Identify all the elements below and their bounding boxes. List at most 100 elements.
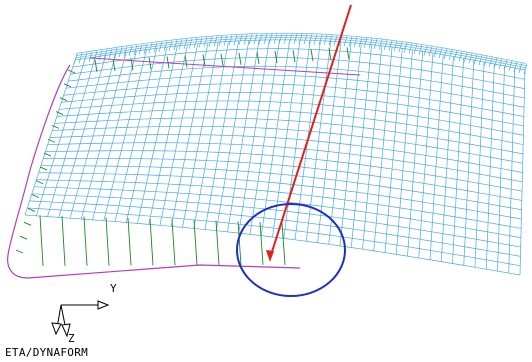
mesh-edge [94, 59, 98, 73]
mesh-edge [249, 39, 280, 235]
y-axis-arrow-icon [97, 300, 110, 310]
mesh-edge [215, 40, 250, 231]
mesh-edge [69, 53, 117, 219]
mesh-edge [23, 221, 32, 226]
vertical-axis-arrow-icon [51, 322, 62, 336]
mesh-edge [80, 52, 127, 220]
mesh-edge [523, 63, 528, 75]
mesh-edge [166, 56, 170, 69]
mesh-edge [452, 58, 464, 264]
z-axis-arrow-icon [61, 323, 71, 338]
mesh-edge [362, 45, 383, 250]
mesh-edge [463, 60, 475, 266]
mesh-edge [328, 48, 332, 61]
mesh-edge [215, 220, 220, 266]
mesh-edge [184, 55, 188, 68]
blank-boundary-outline [7, 64, 301, 279]
trim-line [89, 57, 361, 76]
mesh-edge [114, 48, 158, 222]
mesh-edge [148, 57, 152, 70]
mesh-edge [317, 41, 342, 243]
mesh-edge [39, 215, 44, 267]
y-axis-label: Y [110, 282, 117, 295]
mesh-edge [170, 42, 209, 227]
mesh-edge [407, 51, 424, 257]
arrowhead-icon [266, 250, 274, 262]
mesh-edge [51, 124, 60, 129]
mesh-edge [274, 50, 278, 64]
mesh-edge [35, 180, 44, 185]
mesh-edge [38, 172, 522, 220]
mesh-edge [440, 56, 454, 262]
mesh-edge [384, 48, 403, 253]
mesh-edge [56, 109, 524, 145]
mesh-edge [75, 37, 527, 69]
draw-bead-lines [15, 47, 361, 267]
mesh-edge [149, 218, 154, 266]
mesh-edge [227, 40, 260, 232]
software-brand-label: ETA/DYNAFORM [5, 346, 89, 359]
mesh-edge [19, 235, 28, 240]
mesh-edge [75, 32, 527, 64]
mesh-edge [373, 47, 393, 251]
coordinate-axes [51, 300, 110, 338]
mesh-edge [204, 40, 239, 230]
mesh-edge [238, 39, 270, 234]
mesh-edge [497, 65, 505, 272]
mesh-edge [125, 46, 168, 223]
mesh-edge [238, 52, 242, 65]
mesh-edge [474, 62, 485, 268]
mesh-edge [75, 35, 527, 66]
mesh-edge [256, 51, 260, 64]
mesh-edge [35, 58, 86, 216]
mesh-edge [27, 208, 36, 212]
mesh-edge [159, 43, 199, 226]
mesh-edge [24, 59, 76, 216]
mesh-edge [395, 49, 413, 255]
mesh-edge [47, 56, 96, 217]
mesh-edge [31, 194, 40, 199]
mesh-edge [148, 44, 188, 225]
mesh-edge [29, 200, 521, 257]
mesh-edge [127, 218, 132, 266]
mesh-edge [67, 69, 76, 74]
mesh-edge [137, 45, 178, 224]
mesh-edge [272, 39, 301, 238]
mesh-edge [202, 54, 206, 67]
mesh-edge [105, 217, 110, 266]
mesh-edge [328, 42, 352, 245]
mesh-edge [182, 42, 219, 228]
mesh-edge [220, 53, 224, 66]
highlight-circle [236, 203, 346, 297]
mesh-edge [519, 69, 526, 276]
mesh-edge [83, 216, 88, 266]
mesh-edge [15, 249, 24, 254]
mesh-edge [47, 138, 56, 143]
mesh-edge [59, 97, 68, 102]
mesh-edge [43, 152, 52, 157]
mesh-edge [292, 50, 296, 63]
mesh-edge [310, 49, 314, 62]
z-axis-label: Z [68, 332, 75, 345]
mesh-edge [63, 83, 72, 88]
mesh-edge [171, 219, 176, 266]
mesh-edge [112, 59, 116, 72]
mesh-edge [259, 222, 264, 265]
mesh-edge [339, 43, 362, 246]
mesh-edge [193, 41, 229, 229]
mesh-edge [485, 63, 495, 270]
mesh-edge [193, 220, 198, 266]
mesh-edge [24, 214, 521, 276]
mesh-edge [61, 216, 66, 266]
mesh-edge [103, 49, 147, 221]
mesh-edge [281, 222, 286, 265]
mesh-edge [58, 55, 107, 218]
mesh-edge [346, 47, 350, 60]
mesh-edge [55, 111, 64, 115]
mesh-wireframe [24, 32, 528, 276]
mesh-edge [260, 39, 291, 236]
pull-direction-arrow [269, 4, 352, 259]
mesh-edge [65, 74, 525, 108]
